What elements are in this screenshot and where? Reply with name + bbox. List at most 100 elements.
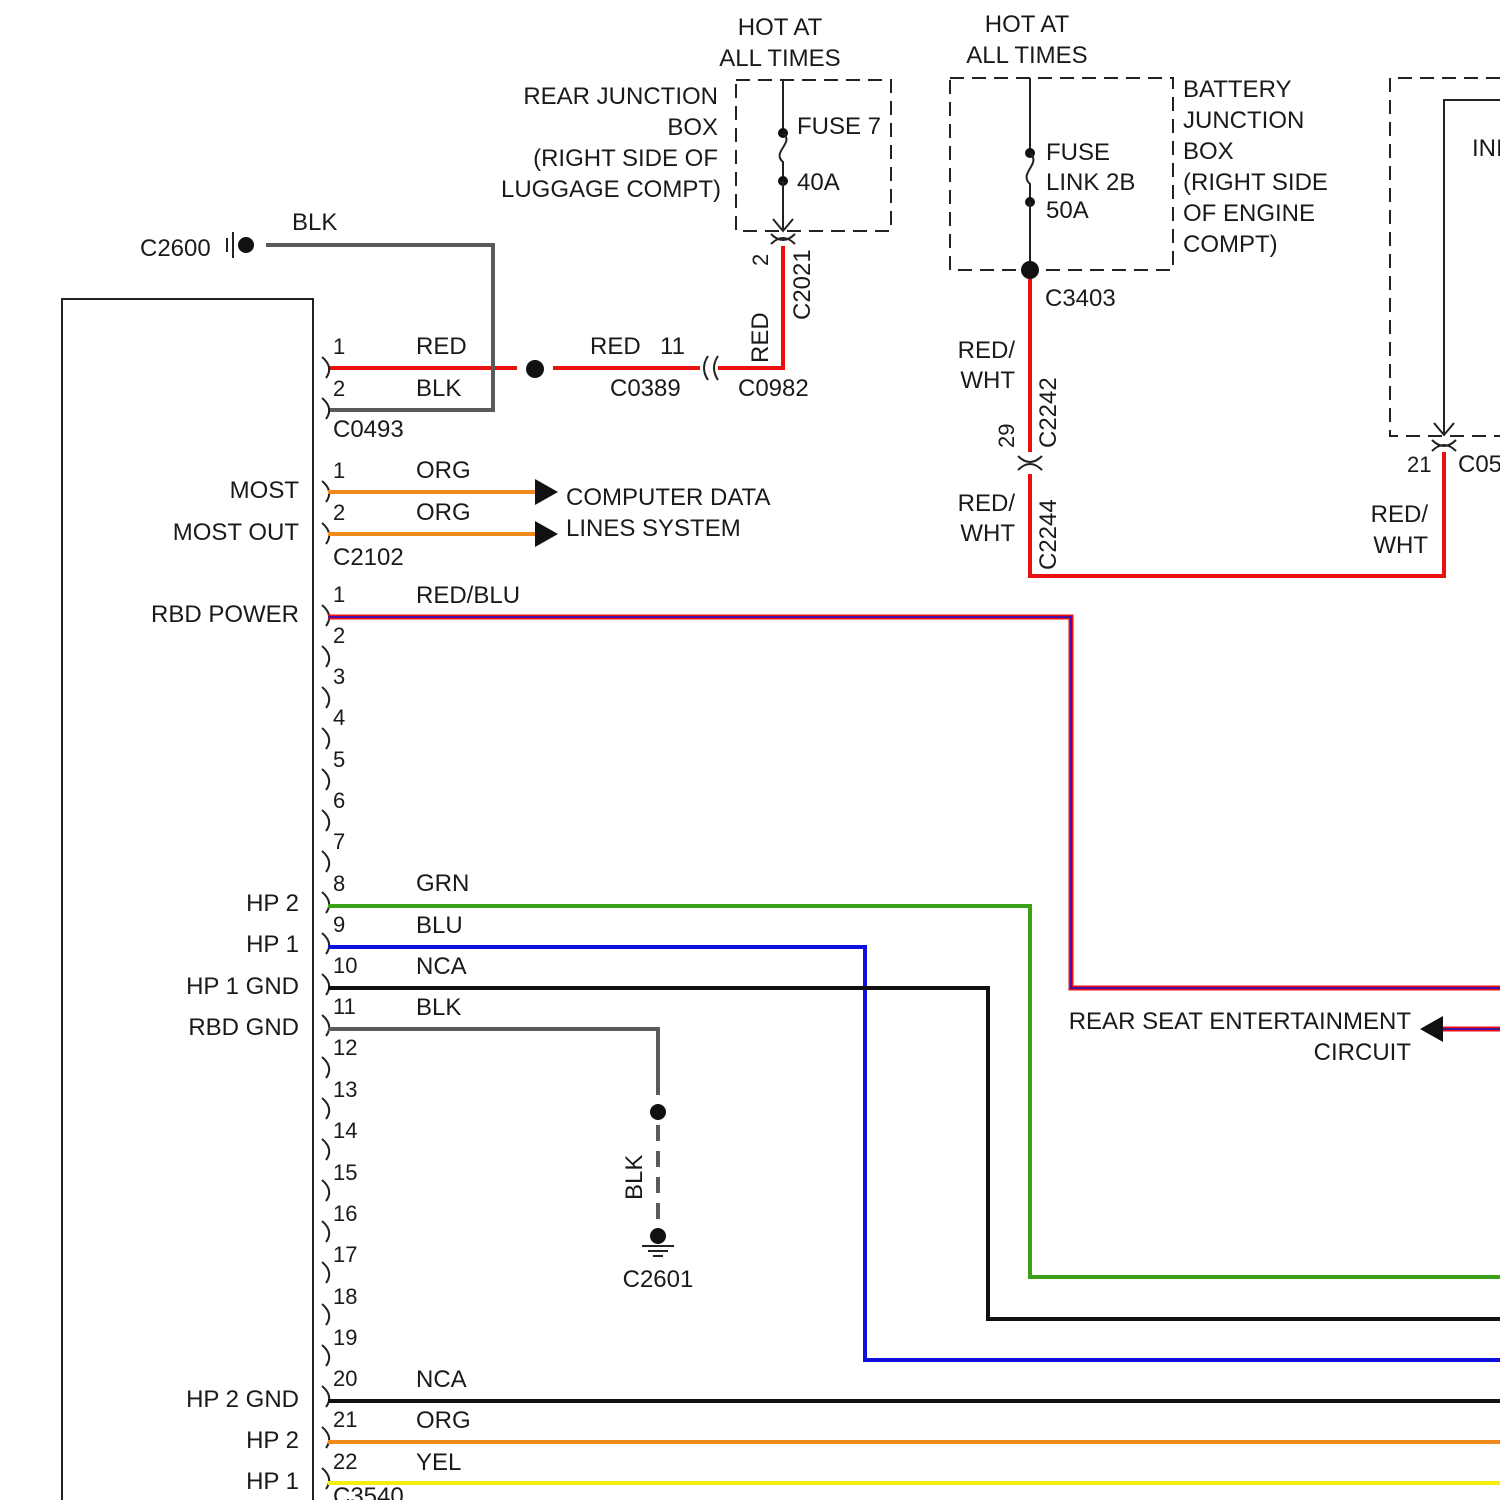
rear-junction-box-outline — [736, 80, 891, 231]
hp1-gnd-wire — [328, 988, 1500, 1319]
c3540-pin6-num: 6 — [333, 788, 345, 813]
c05-wire-line1: RED/ — [1371, 501, 1429, 528]
fuselink-line3: 50A — [1046, 197, 1089, 224]
c3540-pin22-signal: HP 1 — [246, 1468, 299, 1495]
c2102-pin1-num: 1 — [333, 458, 345, 483]
c0493-pin1-num: 1 — [333, 334, 345, 359]
rear-box-line3: (RIGHT SIDE OF — [533, 145, 718, 172]
red-inline-pin: 11 — [660, 333, 685, 360]
c3540-pin11-signal: RBD GND — [188, 1014, 299, 1041]
c3540-pin22-color: YEL — [416, 1449, 461, 1476]
c3540-terminal — [322, 605, 329, 1489]
c3540-pin9-num: 9 — [333, 912, 345, 937]
c2021-pin: 2 — [748, 254, 773, 266]
fuselink-line2: LINK 2B — [1046, 169, 1135, 196]
c3540-pin21-num: 21 — [333, 1407, 357, 1432]
c2600-ground-dot — [238, 237, 254, 253]
rear-seat-line2: CIRCUIT — [1314, 1039, 1412, 1066]
c2102-pin1-color: ORG — [416, 457, 471, 484]
battery-box-line1: BATTERY — [1183, 76, 1291, 103]
c2600-label: C2600 — [140, 235, 211, 262]
c3540-pin7-num: 7 — [333, 829, 345, 854]
most-arrow — [535, 479, 558, 505]
fuse7-rating: 40A — [797, 169, 840, 196]
c2244-wire-line2: WHT — [960, 520, 1015, 547]
most-signal: MOST — [230, 477, 300, 504]
c3540-pin15-num: 15 — [333, 1160, 357, 1185]
rbd-power-wire-inner — [328, 617, 1500, 988]
c3540-pin14-num: 14 — [333, 1118, 357, 1143]
c3540-terminals — [322, 605, 329, 1489]
most-out-signal: MOST OUT — [173, 519, 300, 546]
c3403-splice-dot — [1021, 261, 1039, 279]
rear-box-line2: BOX — [667, 114, 718, 141]
c3540-pin2-num: 2 — [333, 623, 345, 648]
c3540-pin21-color: ORG — [416, 1407, 471, 1434]
fuse7-name: FUSE 7 — [797, 113, 881, 140]
rear-box-line1: REAR JUNCTION — [523, 83, 718, 110]
fuse7-symbol — [780, 133, 787, 181]
c3540-pin21-signal: HP 2 — [246, 1427, 299, 1454]
c3540-pin1-num: 1 — [333, 582, 345, 607]
c2244-label: C2244 — [1035, 499, 1062, 570]
rbd-gnd-wire — [328, 1029, 658, 1095]
red-wire-splice-dot — [526, 360, 544, 378]
hp2-grn-wire — [328, 906, 1500, 1277]
c3540-pin19-num: 19 — [333, 1325, 357, 1350]
c3540-pin16-num: 16 — [333, 1201, 357, 1226]
c3540-pin18-num: 18 — [333, 1284, 357, 1309]
c2102-pin2-color: ORG — [416, 499, 471, 526]
red-inline-label: RED — [590, 333, 641, 360]
c3540-pin5-num: 5 — [333, 747, 345, 772]
c2102-label: C2102 — [333, 544, 404, 571]
c3540-pin3-num: 3 — [333, 664, 345, 689]
c0493-pins: 1 RED 2 BLK C0493 — [322, 333, 467, 443]
c05-label: C05 — [1458, 451, 1500, 478]
fuselink-line1: FUSE — [1046, 139, 1110, 166]
c2601-ground-dot — [650, 1228, 666, 1244]
c3540-pin8-color: GRN — [416, 870, 469, 897]
c2601-label: C2601 — [623, 1266, 694, 1293]
c0493-label: C0493 — [333, 416, 404, 443]
c3540-pin17-num: 17 — [333, 1242, 357, 1267]
c0493-terminal — [322, 357, 329, 378]
c3540-pin1-color: RED/BLU — [416, 582, 520, 609]
c3540-pin8-num: 8 — [333, 871, 345, 896]
rbd-power-wire-outer — [328, 617, 1500, 988]
c05-wire-line2: WHT — [1373, 532, 1428, 559]
c2600-wire-label: BLK — [292, 209, 337, 236]
c2242-upper-wire-line1: RED/ — [958, 337, 1016, 364]
rear-box-line4: LUGGAGE COMPT) — [501, 176, 721, 203]
computer-data-line2: LINES SYSTEM — [566, 515, 741, 542]
c05-connector-symbol — [1432, 440, 1456, 451]
computer-data-line1: COMPUTER DATA — [566, 484, 770, 511]
battery-hot-line2: ALL TIMES — [966, 42, 1087, 69]
c0493-terminal — [322, 398, 329, 419]
c05-pin: 21 — [1407, 452, 1431, 477]
battery-box-line3: BOX — [1183, 138, 1234, 165]
c3540-pin1-signal: RBD POWER — [151, 601, 299, 628]
c2102-group: MOST MOST OUT 1 ORG 2 ORG COMPUTER DATA … — [173, 457, 771, 571]
rear-hot-line1: HOT AT — [738, 14, 823, 41]
most-out-arrow — [535, 521, 558, 547]
c3540-pin11-num: 11 — [333, 994, 356, 1019]
c2242-pin: 29 — [994, 424, 1019, 448]
c2021-connector-symbol — [771, 234, 795, 244]
c3540-pin4-num: 4 — [333, 705, 345, 730]
c2601-wire-label: BLK — [621, 1155, 648, 1200]
c3540-label: C3540 — [333, 1483, 404, 1500]
c2021-label: C2021 — [789, 249, 816, 320]
c0982-label: C0982 — [738, 375, 809, 402]
c3540-pin20-signal: HP 2 GND — [186, 1386, 299, 1413]
c2242-connector-symbol — [1018, 456, 1042, 470]
rear-seat-line1: REAR SEAT ENTERTAINMENT — [1069, 1008, 1412, 1035]
third-box-partial-label: INI — [1472, 135, 1500, 162]
c0493-pin1-color: RED — [416, 333, 467, 360]
c2102-pin2-num: 2 — [333, 500, 345, 525]
c3540-pin9-signal: HP 1 — [246, 931, 299, 958]
c0389-connector-symbol — [704, 356, 718, 380]
c3540-pin11-color: BLK — [416, 994, 461, 1021]
battery-box-line4: (RIGHT SIDE — [1183, 169, 1328, 196]
c3540-pin8-signal: HP 2 — [246, 890, 299, 917]
